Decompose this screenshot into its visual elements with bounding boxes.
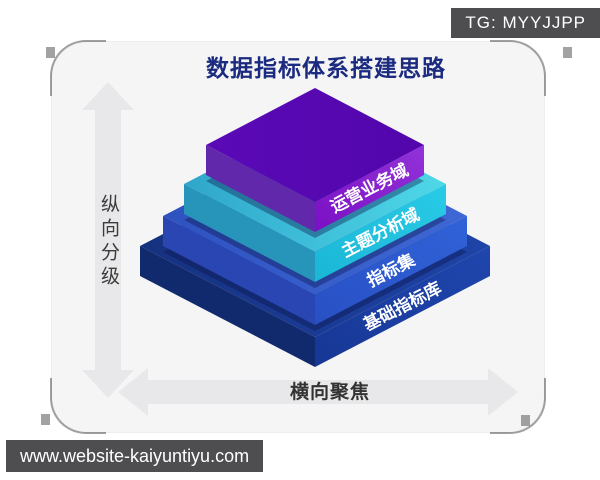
layer-right-face bbox=[315, 184, 446, 282]
card-corner-shade bbox=[490, 40, 546, 96]
layer-left-face bbox=[184, 184, 315, 282]
layer-right-face bbox=[315, 216, 467, 325]
horizontal-axis-label: 横向聚焦 bbox=[289, 382, 370, 403]
card-corner-shade bbox=[490, 378, 546, 434]
page-title: 数据指标体系搭建思路 bbox=[206, 55, 446, 81]
shadow-artifact bbox=[521, 415, 530, 426]
layer-left-face bbox=[140, 246, 315, 367]
layer-right-face bbox=[315, 145, 424, 232]
shadow-artifact bbox=[46, 47, 55, 58]
card-corner-shade bbox=[50, 40, 106, 96]
pyramid-layer-operations bbox=[206, 88, 424, 232]
horizontal-axis-arrow bbox=[118, 368, 518, 416]
website-watermark-badge: www.website-kaiyuntiyu.com bbox=[6, 440, 264, 472]
tg-watermark-badge: TG: MYYJJPP bbox=[451, 8, 600, 38]
layer-left-face bbox=[206, 145, 315, 232]
card-corner-shade bbox=[50, 378, 106, 434]
layer-right-face bbox=[315, 246, 490, 367]
vertical-axis-label: 纵向分级 bbox=[98, 194, 119, 290]
vertical-axis-arrow bbox=[82, 82, 134, 398]
shadow-artifact bbox=[41, 414, 50, 425]
shadow-artifact bbox=[563, 47, 572, 58]
layer-left-face bbox=[163, 216, 315, 325]
